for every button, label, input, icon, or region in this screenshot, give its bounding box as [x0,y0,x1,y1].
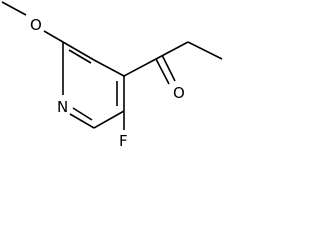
bond-carbonyl-ch2 [155,41,189,60]
molecule-structure: N O O F [1,1,223,150]
bond-carbonyl-c-o [155,58,170,85]
bond-ring-c6-n1-double [72,107,93,121]
bond-ring-c6-n1 [69,113,95,129]
atom-label-nitrogen: N [57,98,68,116]
bond-o-methyl [1,1,27,16]
bond-c2-o-methoxy [43,30,64,43]
bond-carbonyl-c-o-double [161,54,176,82]
bond-c4-carbonyl [123,58,157,77]
atom-label-oxygen-carbonyl: O [173,84,185,102]
bond-ring-c3-c4 [93,59,125,77]
bond-ring-c2-c3 [62,41,95,61]
bond-ring-c3-c3-double [68,49,92,64]
bond-ch2-ch3 [187,41,223,60]
bond-ring-c5-c6 [93,110,125,129]
atom-label-fluorine: F [119,132,128,150]
atom-label-oxygen-methoxy: O [30,16,42,34]
